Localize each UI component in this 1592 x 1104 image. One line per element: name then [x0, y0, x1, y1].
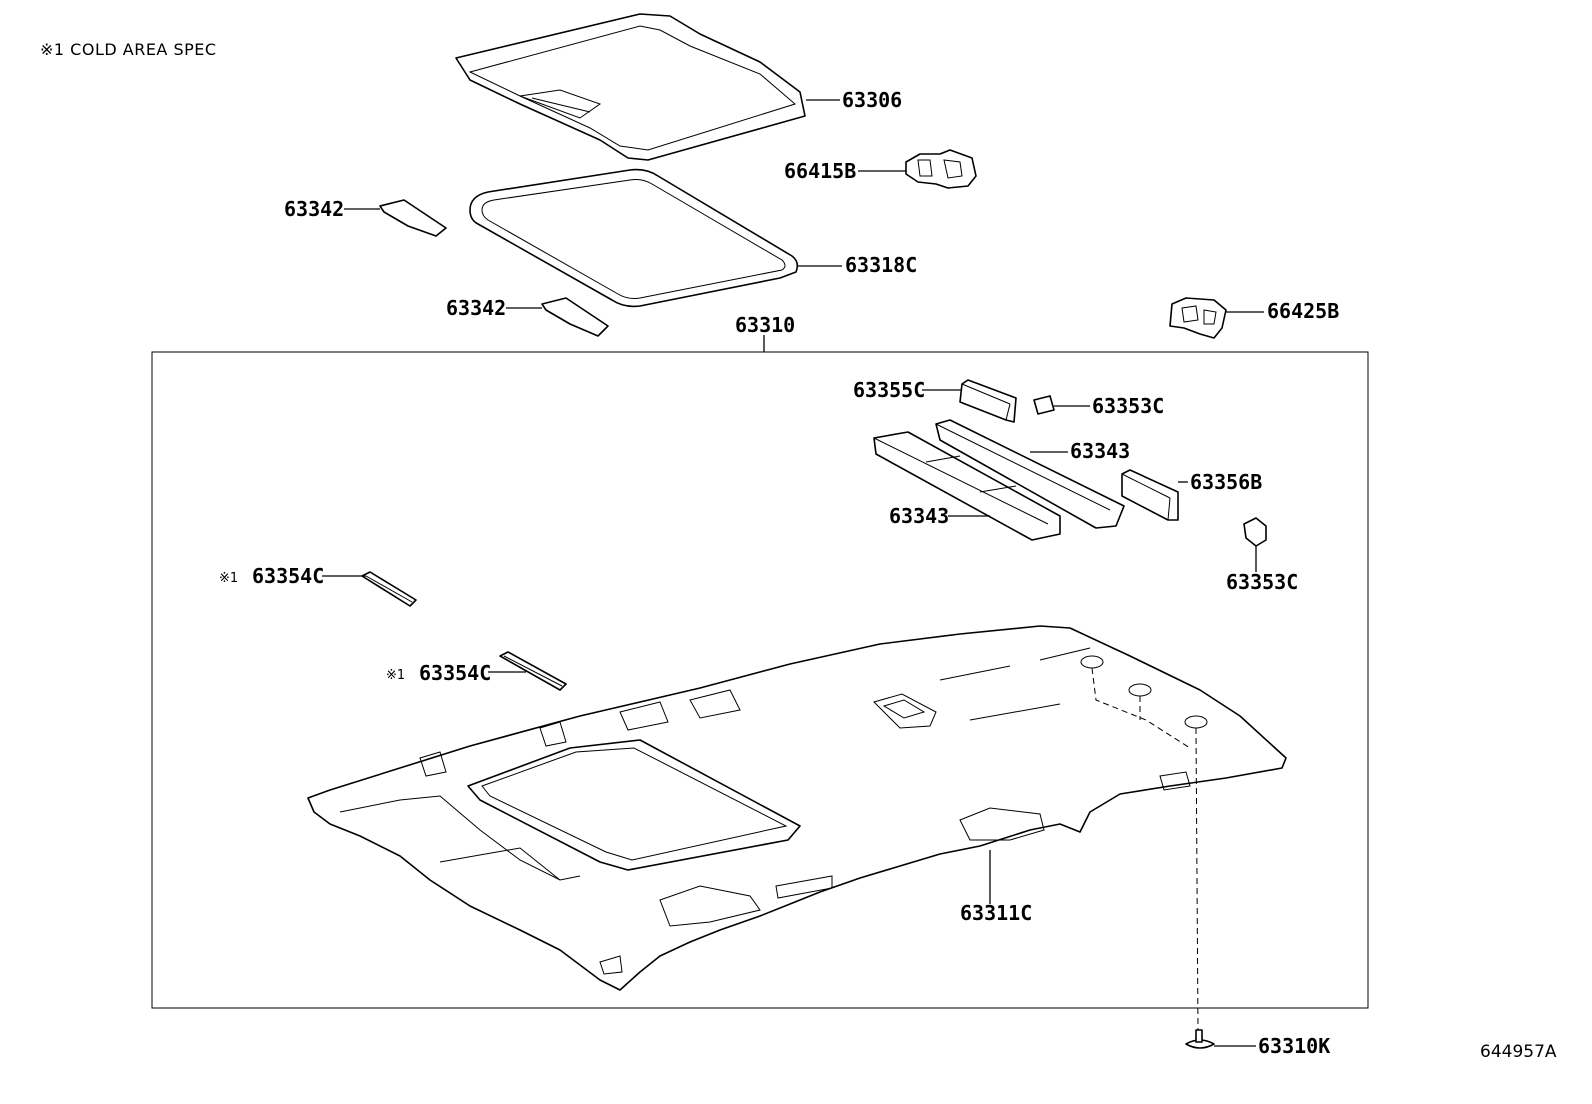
part-66415B-bracket[interactable] [905, 149, 977, 189]
cold-area-spec-note: ※1 COLD AREA SPEC [40, 40, 217, 59]
part-63355C-block[interactable] [959, 379, 1017, 423]
label-63318C: 63318C [845, 253, 917, 277]
label-66415B: 66415B [784, 159, 856, 183]
part-66425B-bracket[interactable] [1169, 297, 1227, 339]
label-63353C-top: 63353C [1092, 394, 1164, 418]
label-63354C-top: 63354C [252, 564, 324, 588]
label-63310K: 63310K [1258, 1034, 1330, 1058]
label-66425B: 66425B [1267, 299, 1339, 323]
part-63354C-strip-bottom[interactable] [499, 651, 567, 691]
part-63343-strip-lower[interactable] [873, 431, 1061, 541]
label-63343-bottom: 63343 [889, 504, 949, 528]
label-63353C-bottom: 63353C [1226, 570, 1298, 594]
part-63310K-clip[interactable] [1185, 1029, 1215, 1049]
part-63342-pad-top[interactable] [379, 199, 447, 237]
part-63318C-weatherstrip[interactable] [469, 168, 799, 308]
label-63306: 63306 [842, 88, 902, 112]
label-63356B: 63356B [1190, 470, 1262, 494]
assembly-63310-box [151, 351, 1369, 1009]
label-63342-top: 63342 [284, 197, 344, 221]
figure-id: 644957A [1480, 1042, 1557, 1062]
part-63306-sunshade[interactable] [455, 13, 806, 161]
part-63356B-block[interactable] [1121, 469, 1179, 521]
part-63354C-strip-top[interactable] [361, 571, 417, 607]
label-63311C: 63311C [960, 901, 1032, 925]
fastener-guide-line [1195, 727, 1199, 1031]
part-63353C-pad-top[interactable] [1033, 395, 1055, 415]
label-63343-top: 63343 [1070, 439, 1130, 463]
label-63354C-bottom: 63354C [419, 661, 491, 685]
cold-area-mark-top: ※1 [219, 571, 238, 586]
part-63311C-headliner[interactable] [307, 625, 1287, 991]
label-63342-bottom: 63342 [446, 296, 506, 320]
label-63355C: 63355C [853, 378, 925, 402]
part-63343-strip-upper[interactable] [935, 419, 1125, 529]
part-63353C-pad-bottom[interactable] [1243, 517, 1267, 547]
part-63342-pad-bottom[interactable] [541, 297, 609, 337]
label-63310: 63310 [735, 313, 795, 337]
cold-area-mark-bottom: ※1 [386, 668, 405, 683]
